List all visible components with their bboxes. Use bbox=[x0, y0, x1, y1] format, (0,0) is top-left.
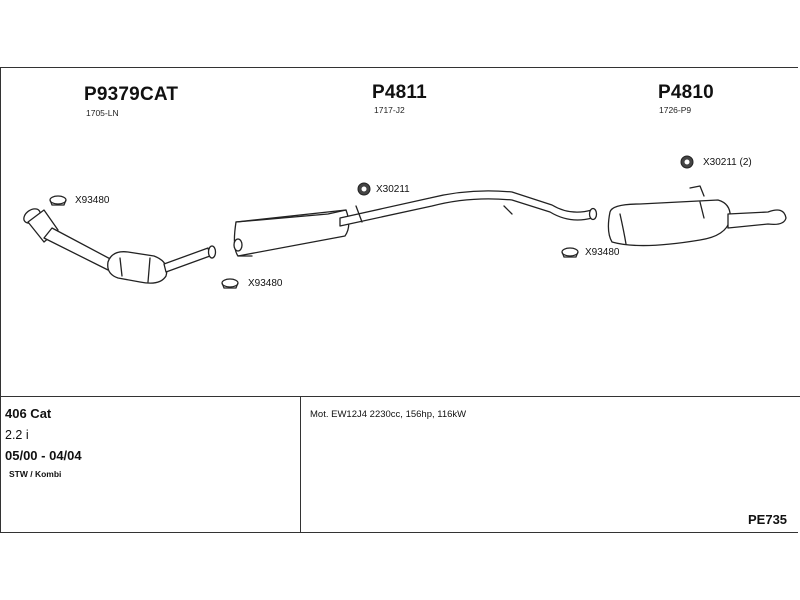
production-years: 05/00 - 04/04 bbox=[5, 448, 82, 463]
diagram-frame bbox=[0, 67, 798, 533]
rubber-hanger-icon bbox=[680, 155, 694, 169]
rubber-hanger-icon bbox=[357, 182, 371, 196]
part-code-middle: P4811 bbox=[372, 82, 427, 103]
part-ref-rear: 1726-P9 bbox=[659, 105, 692, 115]
clamp-label-catalyst: X93480 bbox=[248, 278, 283, 289]
engine-spec: Mot. EW12J4 2230cc, 156hp, 116kW bbox=[310, 409, 467, 420]
part-ref-middle: 1717-J2 bbox=[374, 105, 405, 115]
part-code-front: P9379CAT bbox=[84, 84, 179, 105]
hanger-label-rear: X30211 (2) bbox=[703, 157, 752, 168]
front-pipe-catalyst bbox=[23, 208, 217, 284]
clamp-label-rear: X93480 bbox=[585, 247, 620, 258]
diagram-code: PE735 bbox=[748, 512, 788, 527]
info-column-divider bbox=[300, 396, 301, 533]
rear-silencer bbox=[607, 185, 787, 247]
body-type: STW / Kombi bbox=[9, 469, 62, 479]
vehicle-model: 406 Cat bbox=[5, 406, 52, 421]
part-code-rear: P4810 bbox=[658, 82, 714, 103]
clamp-icon bbox=[221, 278, 239, 289]
clamp-icon bbox=[561, 247, 579, 258]
part-ref-front: 1705-LN bbox=[86, 108, 119, 118]
middle-silencer-pipe bbox=[233, 190, 598, 257]
hanger-label-middle: X30211 bbox=[376, 184, 410, 195]
clamp-icon bbox=[49, 195, 67, 206]
info-divider bbox=[0, 396, 800, 397]
engine-size: 2.2 i bbox=[5, 428, 29, 442]
clamp-label-front: X93480 bbox=[75, 195, 110, 206]
